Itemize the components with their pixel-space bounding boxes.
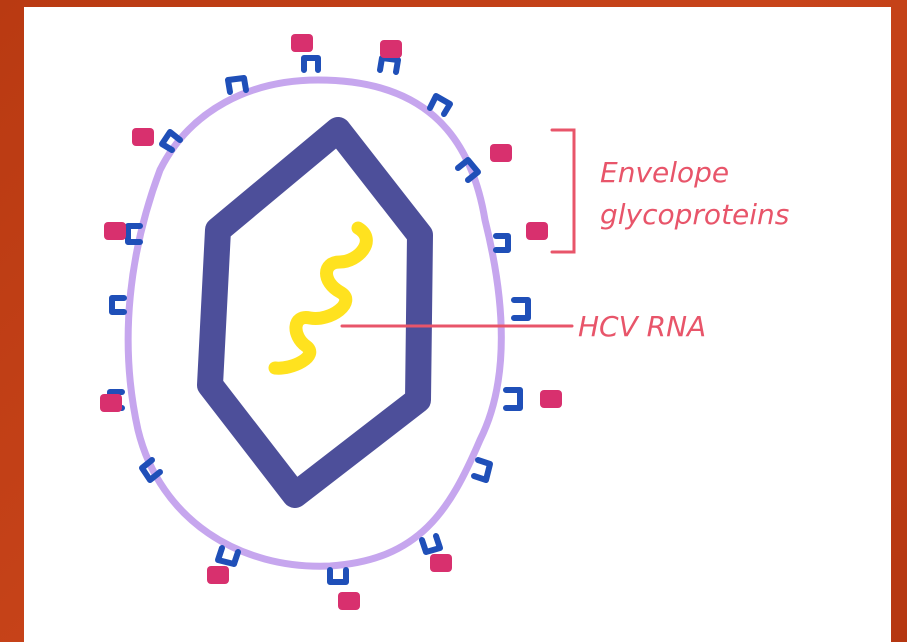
glycoprotein-head [207,566,229,584]
glycoprotein-stem [506,390,520,408]
glycoprotein-head [380,40,402,58]
glycoprotein-head [490,144,512,162]
glycoprotein-head [104,222,126,240]
envelope-glycoproteins-label-line2: glycoproteins [600,198,789,231]
glycoprotein-stem [112,298,124,312]
glycoprotein-stem [496,236,508,250]
glycoprotein-stem [228,78,246,92]
hcv-rna-label: HCV RNA [578,310,706,343]
glycoprotein-head [540,390,562,408]
glycoprotein-head [291,34,313,52]
glycoprotein-head [132,128,154,146]
glycoprotein-head [100,394,122,412]
glycoprotein-stem [474,460,490,480]
glycoprotein-stem [514,300,528,318]
glycoprotein-stem [380,58,398,72]
glycoprotein-stem [304,58,318,70]
glycoprotein-head [338,592,360,610]
envelope-glycoproteins-label-line1: Envelope [600,156,729,189]
hcv-rna [275,228,366,368]
glycoprotein-bracket [552,130,574,252]
glycoprotein-stem [422,536,440,552]
glycoprotein-head [430,554,452,572]
glycoprotein-head [526,222,548,240]
glycoprotein-stem [330,570,346,582]
